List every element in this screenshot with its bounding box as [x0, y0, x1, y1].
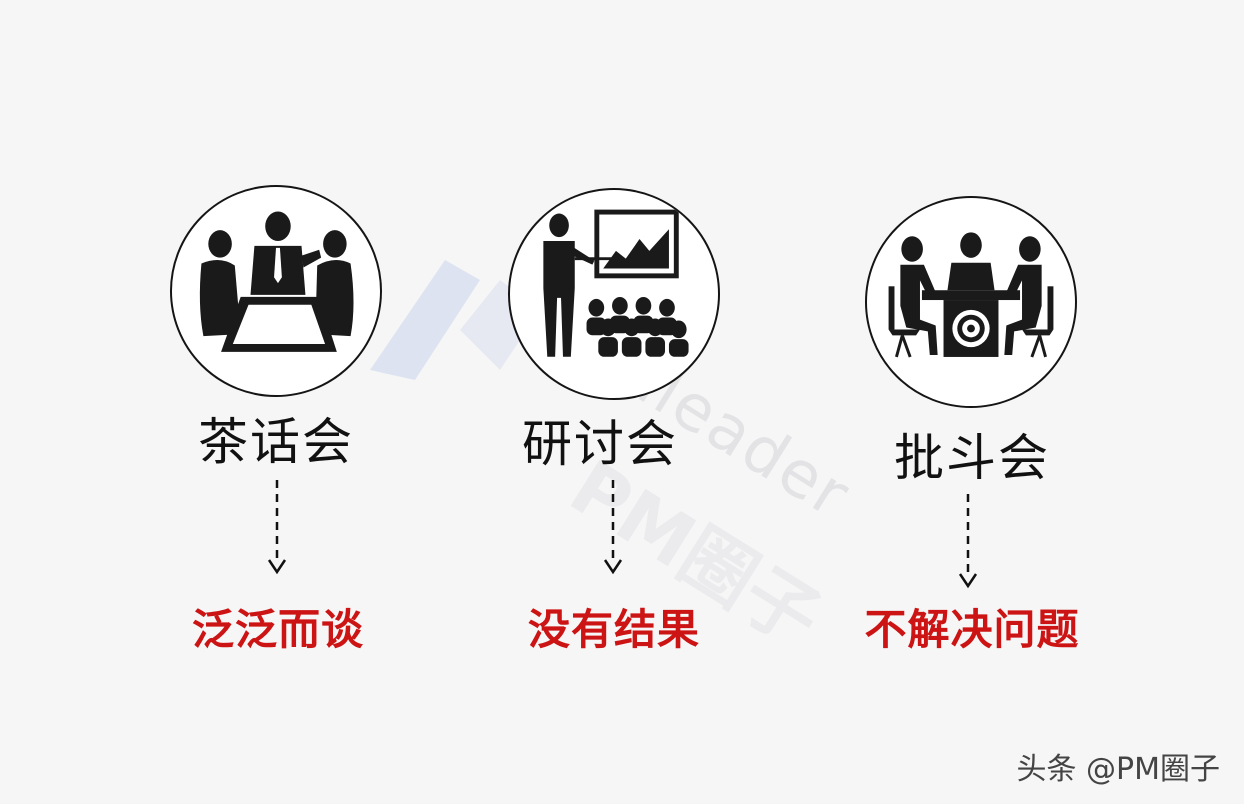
meeting-result: 泛泛而谈	[191, 605, 364, 654]
meeting-name: 研讨会	[522, 415, 678, 473]
meeting-name: 茶话会	[198, 413, 354, 471]
seminar-presentation-icon	[508, 188, 720, 400]
down-arrow-icon	[603, 480, 623, 575]
meeting-result: 没有结果	[527, 605, 700, 654]
down-arrow-icon	[267, 480, 287, 575]
tea-party-meeting-icon	[170, 185, 382, 397]
footer-credit: 头条 @PM圈子	[1016, 752, 1220, 787]
down-arrow-icon	[958, 494, 978, 589]
confrontation-meeting-icon	[865, 196, 1077, 408]
meeting-result: 不解决问题	[864, 605, 1080, 654]
meeting-name: 批斗会	[894, 429, 1050, 487]
